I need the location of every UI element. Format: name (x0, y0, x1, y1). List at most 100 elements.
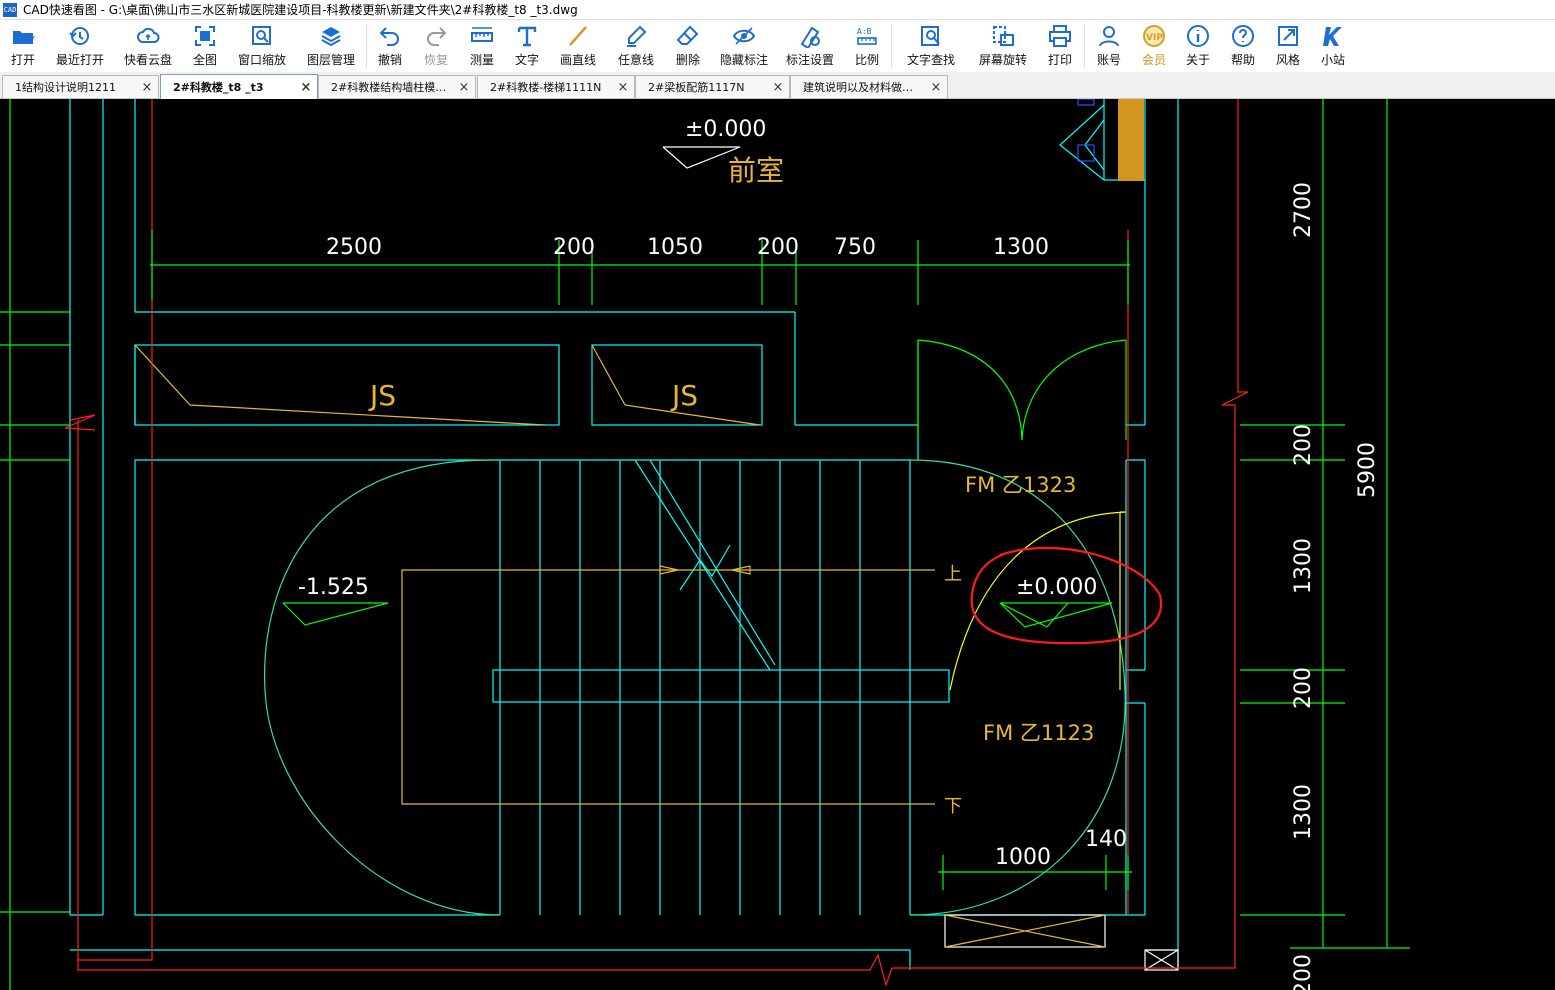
dim-text-top: 750 (834, 235, 876, 260)
stair-break-line (649, 459, 776, 666)
stair-zigzag (679, 544, 731, 591)
tab-close-icon[interactable]: × (617, 79, 629, 95)
document-tab[interactable]: 2#科教楼结构墙柱模…× (318, 75, 476, 98)
toolbar-freeline-button[interactable]: 任意线 (607, 20, 665, 68)
tab-close-icon[interactable]: × (458, 79, 470, 95)
level-text-top: ±0.000 (685, 117, 766, 142)
tab-close-icon[interactable]: × (141, 79, 153, 95)
toolbar-layers-button[interactable]: 图层管理 (296, 20, 366, 68)
screen-rotate-icon (993, 26, 1014, 46)
toolbar-cloud-button[interactable]: 快看云盘 (114, 20, 182, 68)
toolbar-label: 画直线 (559, 53, 596, 67)
fullview-icon (195, 26, 215, 46)
toolbar-about-button[interactable]: 关于 (1175, 20, 1221, 68)
toolbar-label: 恢复 (423, 53, 448, 67)
eye-icon (732, 27, 756, 45)
document-tab[interactable]: 2#梁板配筋1117N× (635, 75, 790, 98)
layers-icon (321, 27, 341, 47)
axis-line (77, 99, 1249, 988)
hydrant-box (944, 914, 1106, 948)
toolbar-label: 隐藏标注 (719, 53, 768, 67)
stair-landing-arc (264, 459, 501, 916)
info-icon (1187, 25, 1209, 47)
document-tab[interactable]: 2#科教楼-楼梯1111N × (477, 75, 635, 98)
toolbar-label: 窗口缩放 (237, 53, 286, 67)
toolbar-account-button[interactable]: 账号 (1085, 20, 1133, 68)
toolbar-text-button[interactable]: 文字 (505, 20, 549, 68)
tab-close-icon[interactable]: × (772, 79, 784, 95)
tab-label: 2#科教楼_t8 _t3 (173, 81, 264, 94)
level-marker-right (999, 602, 1113, 628)
dim-text-top: 2500 (326, 235, 382, 260)
undo-icon (379, 27, 399, 46)
toolbar-dimset-button[interactable]: 标注设置 (777, 20, 843, 68)
dim-settings-icon (800, 26, 820, 48)
site-logo-icon (1323, 27, 1342, 46)
user-icon (1099, 26, 1119, 47)
toolbar-site-button[interactable]: 小站 (1311, 20, 1355, 68)
toolbar-print-button[interactable]: 打印 (1036, 20, 1084, 68)
stair-arrow (659, 565, 679, 575)
stair-break-line (634, 459, 771, 671)
toolbar-undo-button[interactable]: 撤销 (367, 20, 413, 68)
style-icon (1278, 26, 1298, 46)
stair-handrail-center (492, 669, 950, 703)
dim-text-top: 1050 (647, 235, 703, 260)
duct-js-2-diagonal (591, 344, 761, 426)
dim-ticks-top (151, 230, 1129, 305)
toolbar-rotate-button[interactable]: 屏幕旋转 (970, 20, 1036, 68)
hatch-box (1077, 99, 1095, 106)
window-title: CAD快速看图 - G:\桌面\佛山市三水区新城医院建设项目-科教楼更新\新建文… (23, 3, 578, 17)
hatch-box (1077, 144, 1095, 162)
toolbar-label: 比例 (854, 53, 879, 67)
level-marker-left (282, 602, 389, 626)
duct-label: JS (670, 379, 698, 412)
svg-text:VIP: VIP (1146, 33, 1163, 43)
document-tab[interactable]: 2#科教楼_t8 _t3 × (160, 74, 318, 99)
toolbar-open-button[interactable]: 打开 (0, 20, 46, 68)
app-logo-icon: CAD (3, 2, 17, 17)
document-tab[interactable]: 建筑说明以及材料做… × (790, 75, 948, 98)
toolbar-erase-button[interactable]: 删除 (665, 20, 711, 68)
duct-js-2 (591, 344, 763, 426)
toolbar-fullview-button[interactable]: 全图 (182, 20, 228, 68)
toolbar-label: 小站 (1320, 53, 1345, 67)
stair-landing-arc-right (909, 459, 1126, 916)
toolbar-redo-button[interactable]: 恢复 (413, 20, 459, 68)
cad-drawing: ±0.000 前室 JS JS -1.525 ±0.000 FM 乙1323 F… (0, 99, 1410, 990)
toolbar-measure-button[interactable]: 测量 (459, 20, 505, 68)
tab-label: 2#科教楼-楼梯1111N (490, 81, 602, 94)
toolbar-findtext-button[interactable]: 文字查找 (892, 20, 970, 68)
axis-break (64, 414, 96, 431)
tab-label: 建筑说明以及材料做… (803, 81, 913, 94)
document-tab-bar: 1结构设计说明1211×2#科教楼_t8 _t3×2#科教楼结构墙柱模…×2#科… (0, 72, 1555, 99)
cad-drawing-canvas[interactable]: ±0.000 前室 JS JS -1.525 ±0.000 FM 乙1323 F… (0, 99, 1555, 990)
tab-close-icon[interactable]: × (300, 79, 312, 95)
dim-text-top: 200 (553, 235, 595, 260)
toolbar-winzoom-button[interactable]: 窗口缩放 (228, 20, 296, 68)
ruler-icon (471, 27, 493, 42)
eraser-icon (676, 25, 699, 45)
tab-close-icon[interactable]: × (930, 79, 942, 95)
toolbar-hide-button[interactable]: 隐藏标注 (711, 20, 777, 68)
toolbar-line-button[interactable]: 画直线 (549, 20, 607, 68)
door-fm-1323-leaf-left (917, 339, 1023, 441)
stair-treads (490, 459, 911, 915)
toolbar-style-button[interactable]: 风格 (1265, 20, 1311, 68)
toolbar-label: 测量 (469, 53, 494, 67)
toolbar-label: 图层管理 (306, 53, 355, 67)
stair-walk-line (401, 569, 935, 805)
toolbar-label: 帮助 (1230, 53, 1255, 67)
red-annotation-circle (970, 546, 1163, 645)
dim-text-total: 5900 (1355, 442, 1380, 498)
pen-icon (627, 25, 647, 47)
text-search-icon (921, 26, 940, 46)
dim-text-top: 200 (757, 235, 799, 260)
toolbar-recent-button[interactable]: 最近打开 (46, 20, 114, 68)
document-tab[interactable]: 1结构设计说明1211× (2, 75, 159, 98)
dim-text-right: 200 (1291, 954, 1316, 990)
toolbar-help-button[interactable]: 帮助 (1221, 20, 1265, 68)
dim-ticks-right (1240, 424, 1410, 949)
